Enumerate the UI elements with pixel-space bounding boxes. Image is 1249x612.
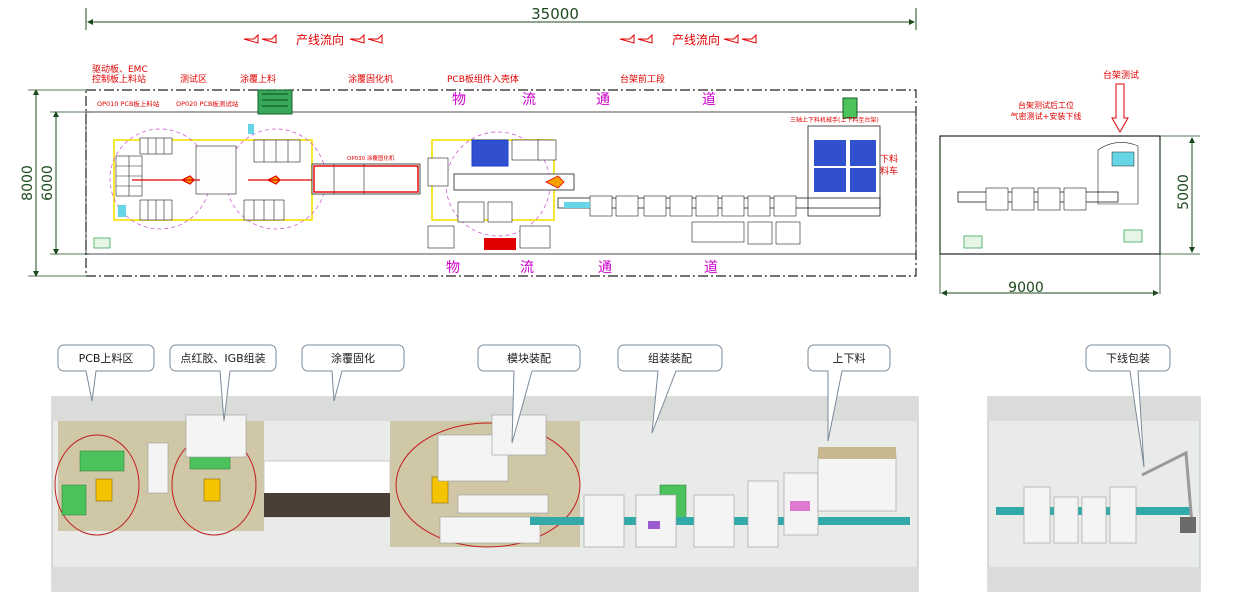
callout-load-text: 上下料 xyxy=(833,351,866,365)
callout-pcb xyxy=(57,344,155,402)
logistics-char-8: 道 xyxy=(704,260,718,276)
dim-height-outer: 8000 xyxy=(20,165,36,201)
bench-stations xyxy=(589,195,801,245)
truss-frame xyxy=(807,125,881,217)
right-cell-arrow xyxy=(1111,83,1129,134)
logistics-char-1: 物 xyxy=(452,92,466,108)
logistics-char-6: 流 xyxy=(520,260,534,276)
logistics-char-5: 物 xyxy=(446,260,460,276)
callout-pcb-text: PCB上料区 xyxy=(79,351,134,365)
callout-load xyxy=(807,344,891,442)
right-dim-width: 9000 xyxy=(1008,280,1044,296)
op010-label: OP010 PCB板上料站 xyxy=(97,99,160,108)
housing-red-cart xyxy=(484,238,516,250)
right-cell-subtitle: 台架测试后工位气密测试+安装下线 xyxy=(1011,100,1082,121)
callout-module xyxy=(477,344,581,444)
zone-label-oven: 涂覆固化机 xyxy=(348,73,393,85)
callout-coating xyxy=(301,344,405,402)
logistics-char-3: 通 xyxy=(596,92,610,108)
zone-label-housing: PCB板组件入壳体 xyxy=(447,73,519,85)
callout-red-glue xyxy=(169,344,277,422)
render-layout: PCB上料区 点红胶、IGB组装 涂覆固化 模块装配 组装装配 上下料 下线包装 xyxy=(51,344,1201,592)
dim-total-width: 35000 xyxy=(531,5,579,23)
callout-module-text: 模块装配 xyxy=(507,352,551,365)
zone-label-coat-feed: 涂覆上料 xyxy=(240,73,276,85)
housing-conveyor xyxy=(453,173,575,191)
callout-assembly xyxy=(617,344,723,434)
flow-arrow-left xyxy=(243,33,383,44)
logistics-char-4: 道 xyxy=(702,92,716,108)
flow-label-1: 产线流向 xyxy=(296,32,344,47)
zone-label-test: 测试区 xyxy=(180,73,207,85)
render-floor-right xyxy=(987,396,1201,592)
callout-red-glue-text: 点红胶、IGB组装 xyxy=(180,351,265,365)
callout-offline-text: 下线包装 xyxy=(1106,351,1150,365)
callout-coating-text: 涂覆固化 xyxy=(331,351,375,365)
zone-label-bench-front: 台架前工段 xyxy=(620,73,665,85)
dim-height-inner: 6000 xyxy=(40,165,56,201)
fire-box-1 xyxy=(93,237,111,249)
flow-arrow-right xyxy=(619,33,757,44)
feed-racks xyxy=(115,137,301,221)
op030-label: OP030 涂覆固化机 xyxy=(347,154,395,162)
curing-oven xyxy=(311,163,421,195)
logistics-char-2: 流 xyxy=(522,92,536,108)
housing-tray-1 xyxy=(471,139,509,167)
right-cell-title: 台架测试 xyxy=(1103,69,1139,81)
render-oven xyxy=(264,493,390,517)
op020-label: OP020 PCB板测试站 xyxy=(176,99,239,108)
callout-assembly-text: 组装装配 xyxy=(648,351,692,365)
logistics-char-7: 通 xyxy=(598,260,612,276)
flow-label-2: 产线流向 xyxy=(672,32,720,47)
cart-label: 下料料车 xyxy=(880,153,898,177)
truss-arrow xyxy=(842,97,858,119)
truss-label: 三轴上下料机械手(上下料至台架) xyxy=(790,116,879,124)
callout-offline xyxy=(1085,344,1171,468)
right-dim-height: 5000 xyxy=(1176,174,1192,210)
